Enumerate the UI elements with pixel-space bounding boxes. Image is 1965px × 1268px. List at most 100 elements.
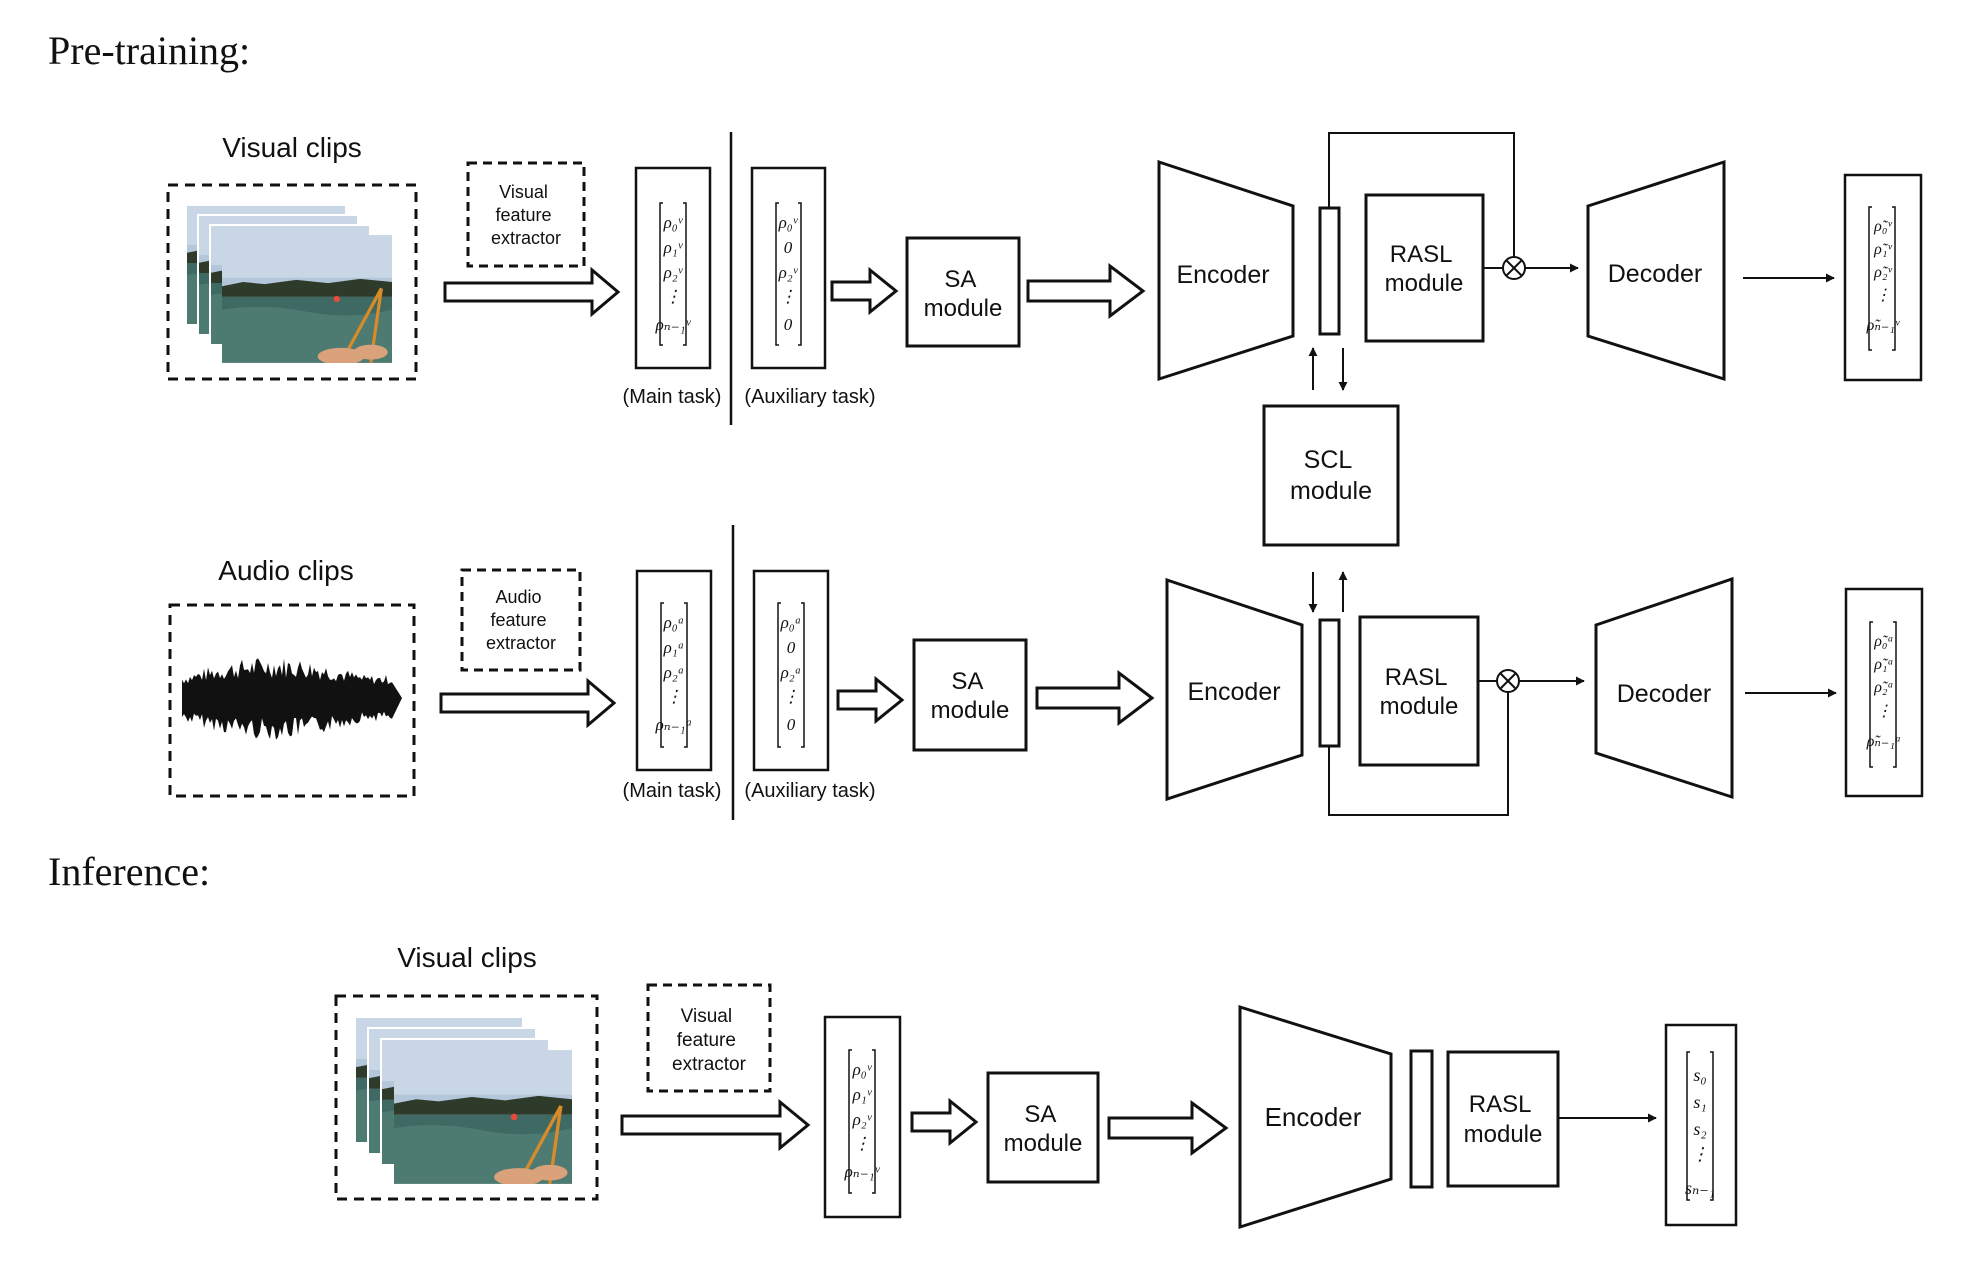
visual-aux-vector: ρ₀ᵛ 0 ρ₂ᵛ ⋮ 0 (778, 213, 799, 334)
inference-extractor-label: Visual feature extractor (672, 1006, 747, 1075)
vector-entry: ρ̃₀ᵃ (1873, 633, 1894, 650)
vector-entry: ρ̃₂ᵛ (1873, 264, 1892, 281)
visual-extractor-label: Visual feature extractor (491, 182, 561, 248)
vector-entry: ρ₁ᵛ (663, 238, 684, 257)
audio-main-task-label: (Main task) (623, 780, 722, 802)
vector-entry: s₂ (1693, 1119, 1706, 1139)
visual-aux-task-label: (Auxiliary task) (744, 386, 875, 408)
vector-entry: 0 (787, 638, 796, 657)
audio-decoder-label: Decoder (1617, 680, 1712, 708)
inference-to-encoder-arrow (1107, 1100, 1229, 1156)
vector-entry: ρ̃ₙ₋₁ᵃ (1866, 733, 1902, 750)
audio-rasl-label: RASL module (1380, 664, 1459, 720)
visual-main-vector-box (634, 166, 712, 370)
vector-entry: sₙ₋₁ (1685, 1178, 1715, 1198)
inference-output-vector-box (1664, 1023, 1738, 1227)
audio-aux-vector-box (752, 569, 830, 772)
vector-entry: s₀ (1693, 1065, 1706, 1085)
inference-input-frame (334, 994, 599, 1201)
vector-entry: ρ̃₁ᵃ (1873, 656, 1894, 673)
vector-entry: ρ̃₁ᵛ (1873, 241, 1892, 258)
visual-clip-stack (185, 204, 392, 363)
audio-decoder (1594, 576, 1734, 800)
visual-output-vector-box (1843, 173, 1923, 382)
audio-encoder (1165, 577, 1304, 802)
visual-input-label: Visual clips (222, 132, 362, 163)
visual-sa-box (905, 236, 1021, 348)
visual-rasl-box (1364, 193, 1485, 343)
vector-entry: ⋮ (854, 1134, 871, 1153)
visual-skip-connection (1328, 132, 1515, 257)
pretraining-title: Pre-training: (48, 28, 250, 73)
inference-title: Inference: (48, 849, 210, 894)
audio-row: Audio clips Audio feature extractor ρ₀ᵃ … (168, 525, 1924, 820)
vector-entry: ρ̃ₙ₋₁ᵛ (1866, 317, 1900, 334)
vector-entry: ρ₀ᵛ (663, 213, 684, 232)
inference-input-label: Visual clips (397, 942, 537, 973)
vector-entry: ⋮ (666, 687, 683, 706)
vector-entry: ρ₀ᵃ (663, 613, 685, 632)
inference-output-vector: s₀ s₁ s₂ ⋮ sₙ₋₁ (1685, 1065, 1715, 1198)
inference-sa-box (986, 1071, 1100, 1184)
vector-entry: ρ₁ᵃ (663, 638, 685, 657)
vector-entry: ⋮ (1876, 703, 1892, 720)
audio-waveform (182, 658, 402, 740)
vector-entry: ρ₀ᵃ (780, 613, 802, 632)
scl-box (1262, 404, 1400, 547)
visual-extractor-arrow (443, 266, 621, 318)
vector-entry: ρ₂ᵛ (852, 1110, 873, 1129)
visual-decoder (1586, 159, 1726, 382)
visual-encoder (1157, 159, 1295, 382)
audio-sa-label: SA module (931, 668, 1010, 724)
vector-entry: 0 (784, 238, 793, 257)
audio-main-vector-box (635, 569, 713, 772)
inference-vector: ρ₀ᵛ ρ₁ᵛ ρ₂ᵛ ⋮ ρₙ₋₁ᵛ (844, 1060, 881, 1181)
audio-output-vector: ρ̃₀ᵃ ρ̃₁ᵃ ρ̃₂ᵃ ⋮ ρ̃ₙ₋₁ᵃ (1866, 633, 1902, 750)
vector-entry: ρₙ₋₁ᵛ (655, 315, 692, 334)
visual-main-vector: ρ₀ᵛ ρ₁ᵛ ρ₂ᵛ ⋮ ρₙ₋₁ᵛ (655, 213, 692, 334)
vector-entry: ⋮ (1691, 1144, 1709, 1164)
inference-extractor-box (646, 983, 772, 1093)
audio-main-vector: ρ₀ᵃ ρ₁ᵃ ρ₂ᵃ ⋮ ρₙ₋₁ᵃ (655, 613, 693, 734)
audio-input-frame (168, 603, 416, 798)
vector-entry: ρ₂ᵃ (780, 663, 802, 682)
vector-entry: ρ̃₂ᵃ (1873, 679, 1894, 696)
inference-extractor-arrow (620, 1098, 811, 1152)
audio-to-encoder-arrow (1035, 669, 1155, 727)
audio-rasl-box (1358, 615, 1480, 767)
inference-encoder-label: Encoder (1265, 1102, 1362, 1132)
inference-rasl-box (1446, 1050, 1560, 1188)
visual-to-sa-arrow (830, 266, 899, 316)
audio-aux-task-label: (Auxiliary task) (744, 780, 875, 802)
visual-to-encoder-arrow (1026, 262, 1146, 320)
vector-entry: 0 (784, 315, 793, 334)
visual-sa-label: SA module (924, 266, 1003, 322)
scl-block: SCL module (1262, 347, 1400, 613)
audio-extractor-box (460, 568, 582, 672)
inference-rasl-label: RASL module (1464, 1091, 1543, 1148)
vector-entry: 0 (787, 715, 796, 734)
audio-extractor-arrow (439, 677, 617, 729)
vector-entry: ⋮ (1875, 287, 1891, 304)
visual-output-vector: ρ̃₀ᵛ ρ̃₁ᵛ ρ̃₂ᵛ ⋮ ρ̃ₙ₋₁ᵛ (1866, 218, 1900, 334)
scl-label: SCL module (1290, 446, 1372, 505)
visual-aux-vector-box (750, 166, 827, 370)
audio-input-label: Audio clips (218, 555, 353, 586)
visual-main-task-label: (Main task) (623, 386, 722, 408)
vector-entry: ⋮ (665, 287, 682, 306)
audio-multiply-icon (1496, 669, 1520, 693)
inference-encoder (1238, 1004, 1393, 1230)
vector-entry: ⋮ (780, 287, 797, 306)
visual-input-frame (166, 183, 418, 381)
visual-rasl-label: RASL module (1385, 241, 1464, 297)
vector-entry: ρ₀ᵛ (852, 1060, 873, 1079)
audio-to-sa-arrow (836, 675, 905, 725)
vector-entry: ρₙ₋₁ᵃ (655, 715, 693, 734)
inference-vector-box (823, 1015, 902, 1219)
visual-extractor-box (466, 161, 586, 268)
vector-entry: ρ₂ᵃ (663, 663, 685, 682)
vector-entry: ρ₂ᵛ (663, 263, 684, 282)
audio-extractor-label: Audio feature extractor (486, 587, 556, 653)
vector-entry: ρ̃₀ᵛ (1873, 218, 1892, 235)
